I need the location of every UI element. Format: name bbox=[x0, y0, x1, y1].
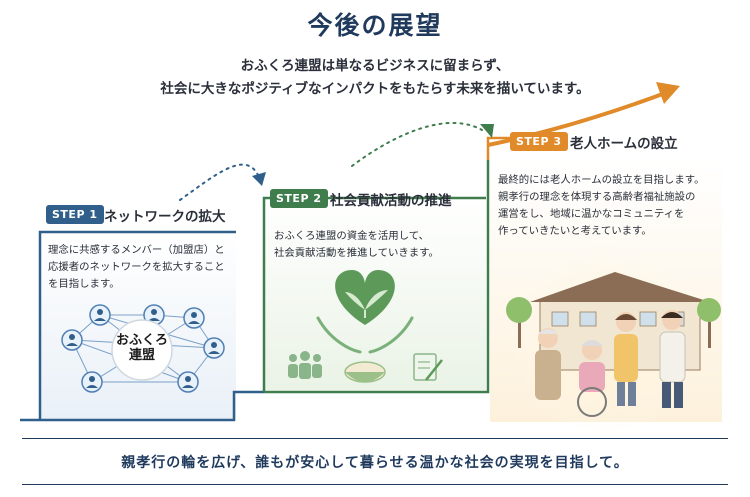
step2-outline bbox=[262, 196, 486, 392]
logo-circle bbox=[111, 319, 173, 381]
page-title: 今後の展望 bbox=[307, 11, 443, 40]
step1-description: 理念に共感するメンバー（加盟店）と 応援者のネットワークを拡大すること を目指し… bbox=[48, 244, 225, 290]
step1-badge: STEP 1 bbox=[46, 205, 104, 224]
family-people-illustration bbox=[535, 310, 686, 417]
footer-rule-top bbox=[22, 438, 728, 439]
step3-title: 老人ホームの設立 bbox=[570, 136, 678, 152]
group-people-icon bbox=[288, 351, 322, 379]
tree-icons bbox=[506, 297, 721, 348]
step1-base bbox=[20, 390, 264, 422]
step2-base bbox=[264, 160, 490, 394]
subtitle-line-2: 社会に大きなポジティブなインパクトをもたらす未来を描いています。 bbox=[160, 81, 590, 97]
dotted-arrow-2-head bbox=[480, 124, 494, 138]
step3-badge: STEP 3 bbox=[510, 132, 568, 151]
step2-badge: STEP 2 bbox=[270, 189, 328, 208]
step1-title: ネットワークの拡大 bbox=[104, 209, 226, 225]
person-node-icons bbox=[61, 304, 225, 393]
growth-arrow-head bbox=[656, 82, 680, 104]
logo-text: おふくろ連盟 bbox=[115, 333, 168, 363]
dotted-arrow-2 bbox=[351, 122, 483, 167]
step3-outline bbox=[486, 136, 510, 160]
step2-description: おふくろ連盟の資金を活用して、 社会貢献活動を推進していきます。 bbox=[274, 230, 439, 259]
dotted-arrow-1 bbox=[179, 163, 259, 201]
step3-description: 最終的には老人ホームの設立を目指します。 親孝行の理念を体現する高齢者福祉施設の… bbox=[498, 174, 705, 237]
heart-hands-illustration bbox=[316, 270, 414, 383]
subtitle-line-1: おふくろ連盟は単なるビジネスに留まらず、 bbox=[240, 58, 510, 74]
footer-rule-bottom bbox=[22, 484, 728, 485]
dotted-arrow-1-head bbox=[252, 172, 266, 186]
document-pen-icon bbox=[413, 353, 443, 381]
footer-message: 親孝行の輪を広げ、誰もが安心して暮らせる温かな社会の実現を目指して。 bbox=[121, 455, 629, 471]
step2-title: 社会貢献活動の推進 bbox=[330, 193, 452, 209]
step1-outline bbox=[38, 230, 236, 420]
